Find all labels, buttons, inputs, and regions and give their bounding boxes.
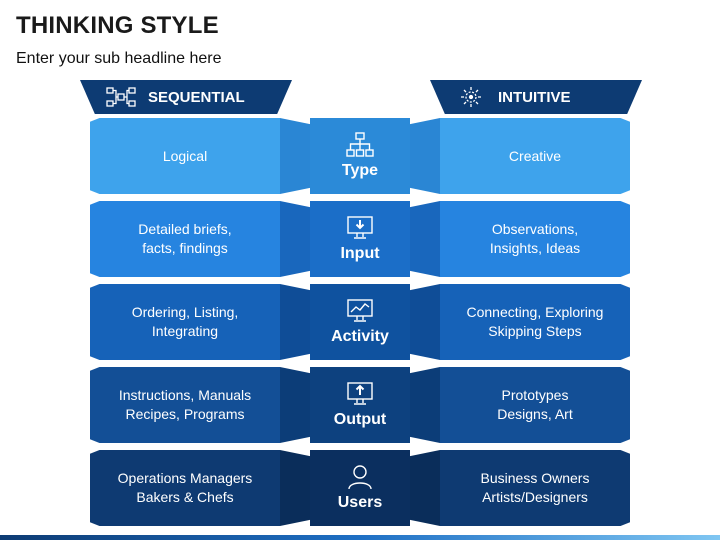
right-fold [410,450,440,526]
category-label: Activity [331,328,389,345]
row-output: Instructions, Manuals Recipes, Programs … [90,367,630,443]
user-icon [346,464,374,490]
category-label: Type [341,162,379,179]
category-cell: Type [310,118,410,194]
hierarchy-icon [346,132,374,158]
row-users: Operations Managers Bakers & Chefs Users… [90,450,630,526]
monitor-download-icon [346,215,374,241]
intuitive-label: INTUITIVE [498,88,571,106]
intuitive-header: INTUITIVE [430,80,642,114]
intuitive-cell-text: Connecting, Exploring Skipping Steps [466,304,604,339]
right-fold [410,201,440,277]
category-cell: Activity [310,284,410,360]
row-input: Detailed briefs, facts, findings Input Ob… [90,201,630,277]
intuitive-cell-text: Creative [508,147,562,164]
category-label: Output [333,411,387,428]
intuitive-cell: Creative [440,118,630,194]
sequential-cell: Detailed briefs, facts, findings [90,201,280,277]
sequential-label: SEQUENTIAL [148,88,245,106]
sequential-cell-text: Logical [162,147,208,164]
intuitive-cell-text: Prototypes Designs, Art [497,387,573,422]
right-fold [410,118,440,194]
intuitive-cell-text: Observations, Insights, Ideas [489,221,581,256]
category-label: Input [340,245,380,262]
row-type: Logical Type Creative [90,118,630,194]
chart-monitor-icon [346,298,374,324]
category-label: Users [337,494,383,511]
left-fold [280,118,310,194]
flowchart-icon [106,86,136,108]
intuitive-cell: Business Owners Artists/Designers [440,450,630,526]
intuitive-cell: Connecting, Exploring Skipping Steps [440,284,630,360]
sequential-cell-text: Ordering, Listing, Integrating [131,304,239,339]
category-cell: Output [310,367,410,443]
intuitive-cell: Prototypes Designs, Art [440,367,630,443]
idea-burst-icon [456,86,486,108]
monitor-upload-icon [346,381,374,407]
left-fold [280,367,310,443]
intuitive-cell: Observations, Insights, Ideas [440,201,630,277]
left-fold [280,201,310,277]
sequential-cell: Instructions, Manuals Recipes, Programs [90,367,280,443]
page-title: THINKING STYLE [16,12,219,39]
row-activity: Ordering, Listing, Integrating Activity C… [90,284,630,360]
category-cell: Input [310,201,410,277]
sequential-cell-text: Detailed briefs, facts, findings [138,221,232,256]
sequential-cell-text: Instructions, Manuals Recipes, Programs [118,387,252,422]
left-fold [280,450,310,526]
sequential-cell: Logical [90,118,280,194]
intuitive-cell-text: Business Owners Artists/Designers [480,470,590,505]
page-subtitle: Enter your sub headline here [16,50,222,67]
sequential-header: SEQUENTIAL [80,80,292,114]
right-fold [410,367,440,443]
left-fold [280,284,310,360]
bottom-accent-bar [0,535,720,540]
sequential-cell: Operations Managers Bakers & Chefs [90,450,280,526]
right-fold [410,284,440,360]
sequential-cell: Ordering, Listing, Integrating [90,284,280,360]
sequential-cell-text: Operations Managers Bakers & Chefs [117,470,253,505]
category-cell: Users [310,450,410,526]
